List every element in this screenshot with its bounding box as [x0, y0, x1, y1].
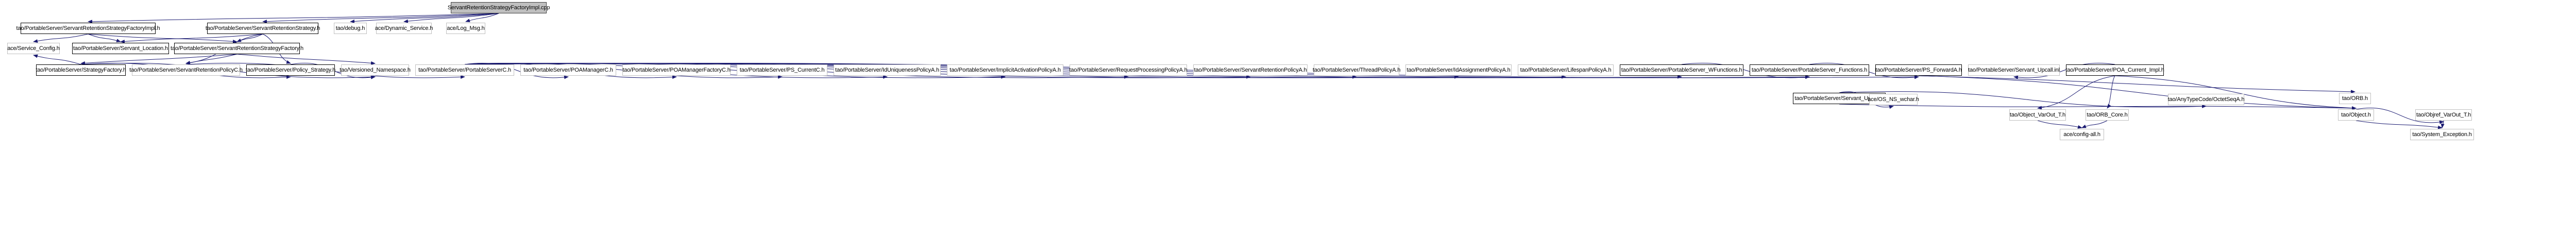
- graph-node[interactable]: tao/PortableServer/PortableServer_WFunct…: [1620, 64, 1743, 76]
- graph-edge: [2037, 120, 2082, 129]
- graph-node[interactable]: tao/Objref_VarOut_T.h: [2415, 109, 2472, 121]
- graph-edge: [1918, 75, 2355, 94]
- graph-node[interactable]: ace/Service_Config.h: [7, 43, 60, 54]
- graph-edge: [88, 34, 238, 43]
- graph-node[interactable]: tao/Versioned_Namespace.h: [340, 64, 411, 76]
- graph-node[interactable]: tao/PortableServer/ImplicitActivationPol…: [947, 64, 1063, 76]
- graph-edge: [236, 54, 376, 65]
- graph-edge: [403, 13, 499, 23]
- graph-node[interactable]: tao/PortableServer/StrategyFactory.h: [36, 64, 126, 76]
- graph-node[interactable]: ace/config-all.h: [2060, 129, 2104, 140]
- graph-node[interactable]: tao/System_Exception.h: [2410, 129, 2474, 140]
- graph-node[interactable]: tao/PortableServer/ServantRetentionPolic…: [1193, 64, 1308, 76]
- graph-node[interactable]: tao/PortableServer/ServantRetentionStrat…: [16, 23, 160, 34]
- graph-edge: [465, 13, 499, 22]
- graph-node[interactable]: tao/PortableServer/POA_Current_Impl.h: [2065, 64, 2164, 76]
- graph-node[interactable]: tao/ORB_Core.h: [2086, 109, 2129, 121]
- graph-node[interactable]: tao/PortableServer/Servant_Upcall.inl: [1968, 64, 2060, 76]
- graph-edge: [2107, 75, 2115, 109]
- graph-node[interactable]: tao/debug.h: [334, 23, 367, 34]
- graph-edge: [236, 34, 263, 42]
- graph-node[interactable]: tao/Object_VarOut_T.h: [2009, 109, 2066, 121]
- graph-edge: [88, 13, 499, 24]
- graph-node[interactable]: tao/AnyTypeCode/OctetSeqA.h: [2168, 94, 2245, 105]
- graph-edge: [120, 34, 263, 43]
- graph-node[interactable]: tao/PortableServer/ServantRetentionPolic…: [129, 64, 243, 76]
- graph-edge: [33, 54, 81, 65]
- graph-node[interactable]: tao/PortableServer/IdAssignmentPolicyA.h: [1405, 64, 1512, 76]
- graph-edge: [350, 13, 499, 23]
- graph-node[interactable]: tao/PortableServer/PS_CurrentC.h: [737, 64, 827, 76]
- graph-node[interactable]: tao/PortableServer/RequestProcessingPoli…: [1069, 64, 1188, 76]
- graph-node[interactable]: tao/PortableServer/Servant_Location.h: [72, 43, 169, 54]
- graph-node[interactable]: tao/ORB.h: [2339, 93, 2371, 104]
- graph-node[interactable]: tao/PortableServer/LifespanPolicyA.h: [1518, 64, 1614, 76]
- graph-edge: [80, 54, 238, 65]
- graph-edge: [185, 54, 238, 64]
- graph-node[interactable]: tao/PortableServer/Policy_Strategy.h: [246, 64, 335, 76]
- graph-edge: [88, 34, 121, 42]
- graph-edge: [33, 34, 89, 43]
- graph-edge: [2081, 120, 2108, 128]
- graph-node[interactable]: ace/OS_NS_wchar.h: [1868, 94, 1919, 105]
- graph-node[interactable]: tao/PortableServer/IdUniquenessPolicyA.h: [834, 64, 941, 76]
- graph-edge: [2441, 120, 2445, 128]
- graph-node[interactable]: tao/PortableServer/PS_ForwardA.h: [1875, 64, 1962, 76]
- graph-node[interactable]: ServantRetentionStrategyFactoryImpl.cpp: [448, 2, 550, 13]
- graph-node[interactable]: ace/Log_Msg.h: [446, 23, 485, 34]
- graph-edge: [2355, 120, 2443, 129]
- graph-node[interactable]: tao/PortableServer/POAManagerFactoryC.h: [622, 64, 731, 76]
- graph-node[interactable]: tao/PortableServer/PortableServerC.h: [415, 64, 514, 76]
- graph-node[interactable]: tao/PortableServer/ThreadPolicyA.h: [1313, 64, 1400, 76]
- graph-node[interactable]: tao/PortableServer/POAManagerC.h: [520, 64, 616, 76]
- graph-node[interactable]: tao/PortableServer/ServantRetentionStrat…: [171, 43, 303, 54]
- graph-edge: [1918, 75, 2357, 110]
- graph-node[interactable]: tao/Object.h: [2338, 109, 2374, 121]
- graph-edge: [262, 13, 499, 24]
- graph-node[interactable]: ace/Dynamic_Service.h: [375, 23, 433, 34]
- graph-edge: [2037, 75, 2115, 110]
- graph-node[interactable]: tao/PortableServer/PortableServer_Functi…: [1750, 64, 1869, 76]
- graph-node[interactable]: tao/PortableServer/ServantRetentionStrat…: [206, 23, 320, 34]
